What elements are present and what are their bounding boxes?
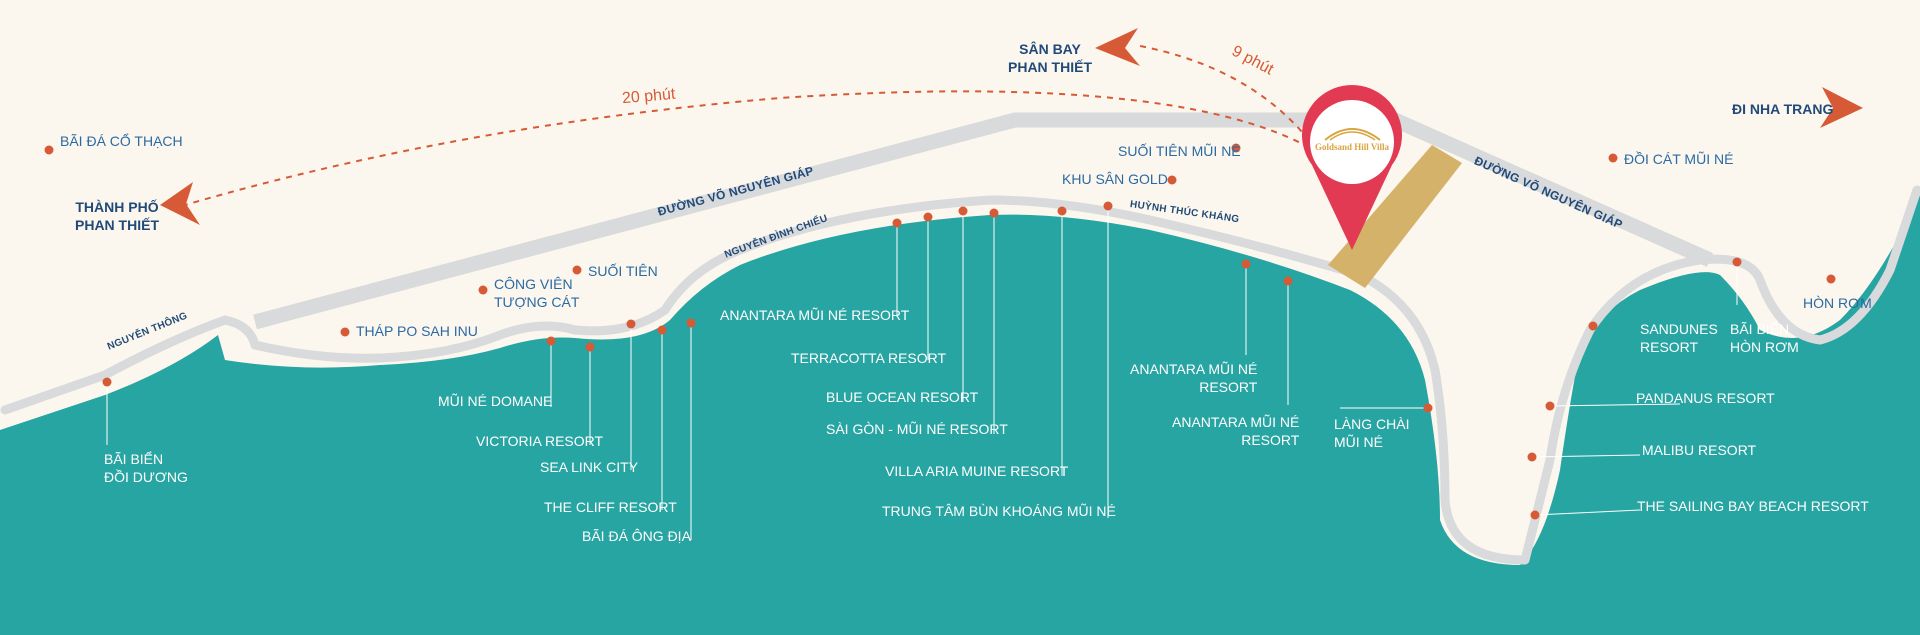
place-label-suoi-tien: SUỐI TIÊN: [588, 263, 658, 279]
map-dot: [989, 208, 999, 218]
map-dot: [1530, 510, 1540, 520]
map-dot: [478, 285, 488, 295]
map-dot: [1423, 403, 1433, 413]
map-dot: [1608, 153, 1618, 163]
location-pin-icon: [1302, 85, 1402, 250]
map-dot: [1057, 206, 1067, 216]
place-dots: [44, 143, 1836, 520]
map-dot: [1826, 274, 1836, 284]
map-dot: [1231, 143, 1241, 153]
place-label-suoi-tien-mui-ne: SUỐI TIÊN MŨI NÉ: [1118, 143, 1241, 159]
connector-lines: [106, 206, 1738, 540]
place-label-pandanus: PANDANUS RESORT: [1636, 390, 1775, 406]
arrow-icon-city: [160, 182, 200, 225]
place-label-sailing-bay: THE SAILING BAY BEACH RESORT: [1637, 498, 1869, 514]
place-label-saigon-mui-ne: SÀI GÒN - MŨI NÉ RESORT: [826, 421, 1008, 437]
map-dot: [1283, 276, 1293, 286]
map-dot: [44, 145, 54, 155]
place-label-malibu: MALIBU RESORT: [1642, 442, 1757, 458]
place-label-trung-tam-bun: TRUNG TÂM BÙN KHOÁNG MŨI NÉ: [882, 503, 1116, 519]
place-label-bai-da-co-thach: BÃI ĐÁ CỔ THẠCH: [60, 133, 183, 149]
place-label-sea-link-city: SEA LINK CITY: [540, 459, 639, 475]
place-label-terracotta: TERRACOTTA RESORT: [791, 350, 947, 366]
map-dot: [340, 327, 350, 337]
map-dot: [923, 212, 933, 222]
map-dot: [1241, 259, 1251, 269]
coastal-road: [0, 185, 1920, 565]
map-dot: [1167, 175, 1177, 185]
place-label-mui-ne-domane: MŨI NÉ DOMANE: [438, 393, 553, 409]
place-label-thap-po-sah-inu: THÁP PO SAH INU: [356, 323, 478, 339]
place-label-khu-san-gold: KHU SÂN GOLD: [1062, 171, 1168, 187]
map-dot: [572, 265, 582, 275]
arrow-icon-nha-trang: [1820, 87, 1863, 128]
place-label-blue-ocean: BLUE OCEAN RESORT: [826, 389, 979, 405]
nha-trang-label: ĐI NHA TRANG: [1732, 101, 1834, 117]
place-label-hon-rom: HÒN RƠM: [1803, 295, 1872, 311]
project-site-block: [1328, 145, 1462, 288]
map-dot: [1527, 452, 1537, 462]
map-dot: [1545, 401, 1555, 411]
place-label-the-cliff-resort: THE CLIFF RESORT: [544, 499, 677, 515]
map-dot: [686, 318, 696, 328]
map-dot: [1103, 201, 1113, 211]
sea-area: [0, 195, 1920, 635]
place-label-anantara-1: ANANTARA MŨI NÉ RESORT: [720, 307, 910, 323]
map-dot: [626, 319, 636, 329]
arrow-icon-airport: [1095, 28, 1140, 66]
place-label-doi-cat-mui-ne: ĐỒI CÁT MŨI NÉ: [1624, 151, 1734, 167]
map-dot: [1588, 321, 1598, 331]
place-label-victoria-resort: VICTORIA RESORT: [476, 433, 604, 449]
project-brand-label: Goldsand Hill Villa: [1314, 142, 1390, 152]
map-dot: [546, 336, 556, 346]
map-dot: [585, 342, 595, 352]
vo-nguyen-giap-road: [253, 112, 1714, 330]
map-dot: [1732, 257, 1742, 267]
map-dot: [657, 325, 667, 335]
map-dot: [892, 218, 902, 228]
route-to-city: [184, 90, 1331, 206]
map-dot: [102, 377, 112, 387]
place-label-villa-aria: VILLA ARIA MUINE RESORT: [885, 463, 1069, 479]
map-dot: [958, 206, 968, 216]
place-label-bai-da-ong-dia: BÃI ĐÁ ÔNG ĐỊA: [582, 528, 691, 544]
